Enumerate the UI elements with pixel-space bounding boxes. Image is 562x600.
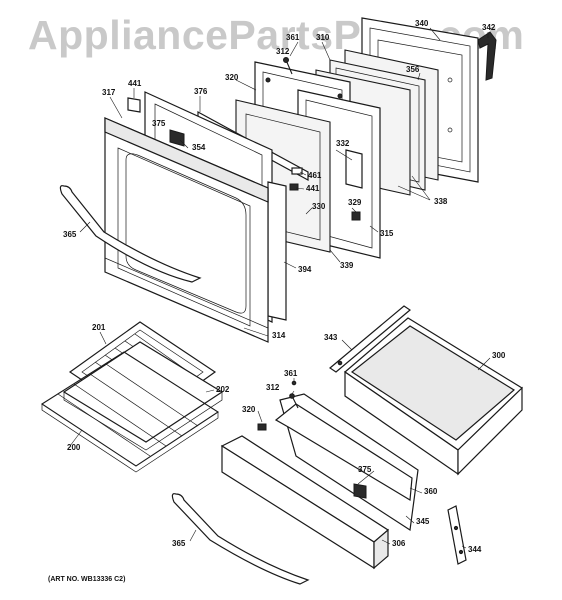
label-441-left: 441 (128, 79, 142, 88)
label-338: 338 (434, 197, 448, 206)
label-339: 339 (340, 261, 354, 270)
label-330: 330 (312, 202, 326, 211)
latch-329[interactable] (351, 211, 361, 221)
label-394: 394 (298, 265, 312, 274)
screw-312-upper[interactable] (283, 57, 293, 75)
outer-door-panel-317[interactable] (104, 117, 269, 343)
bracket-332[interactable] (345, 149, 363, 189)
label-300: 300 (492, 351, 506, 360)
label-361-lower: 361 (284, 369, 298, 378)
label-375-lower: 375 (358, 465, 372, 474)
label-310: 310 (316, 33, 330, 42)
drawer-handle-365-lower[interactable] (171, 493, 310, 585)
label-441-right: 441 (306, 184, 320, 193)
label-317: 317 (102, 88, 116, 97)
label-344: 344 (468, 545, 482, 554)
label-356: 356 (406, 65, 420, 74)
label-376: 376 (194, 87, 208, 96)
label-340: 340 (415, 19, 429, 28)
label-343: 343 (324, 333, 338, 342)
drawer-side-344[interactable] (447, 505, 467, 565)
drawer-frame-360[interactable] (274, 403, 413, 502)
label-201: 201 (92, 323, 106, 332)
art-number: (ART NO. WB13336 C2) (48, 576, 126, 583)
label-320-lower: 320 (242, 405, 256, 414)
label-202: 202 (216, 385, 230, 394)
bracket-375-lower[interactable] (353, 483, 367, 499)
label-375-upper: 375 (152, 119, 166, 128)
drawer-front-306[interactable] (220, 435, 390, 570)
clip-461[interactable] (291, 167, 303, 175)
oven-rack-200[interactable] (40, 351, 220, 473)
broil-pan-bottom-202[interactable] (62, 341, 224, 451)
label-320-upper: 320 (225, 73, 239, 82)
label-342: 342 (482, 23, 496, 32)
clip-441-right[interactable] (289, 183, 299, 191)
label-312-lower: 312 (266, 383, 280, 392)
label-360: 360 (424, 487, 438, 496)
bracket-375-upper[interactable] (169, 129, 185, 147)
label-345: 345 (416, 517, 430, 526)
label-315: 315 (380, 229, 394, 238)
label-461: 461 (308, 171, 322, 180)
label-329: 329 (348, 198, 362, 207)
label-365-lower: 365 (172, 539, 186, 548)
label-365-upper: 365 (63, 230, 77, 239)
door-hinge-342[interactable] (477, 31, 497, 81)
label-354: 354 (192, 143, 206, 152)
drawer-rail-343[interactable] (329, 305, 411, 373)
clip-441-left[interactable] (127, 97, 141, 113)
side-trim-394[interactable] (267, 181, 287, 321)
label-361-upper: 361 (286, 33, 300, 42)
label-332: 332 (336, 139, 350, 148)
label-200: 200 (67, 443, 81, 452)
clip-320-lower[interactable] (257, 423, 267, 431)
label-312-upper: 312 (276, 47, 290, 56)
door-handle-365-upper[interactable] (59, 185, 202, 283)
label-314: 314 (272, 331, 286, 340)
screw-312-lower[interactable] (289, 393, 299, 409)
leader-lines (69, 27, 491, 549)
label-306: 306 (392, 539, 406, 548)
drawer-body-300[interactable] (344, 317, 523, 476)
